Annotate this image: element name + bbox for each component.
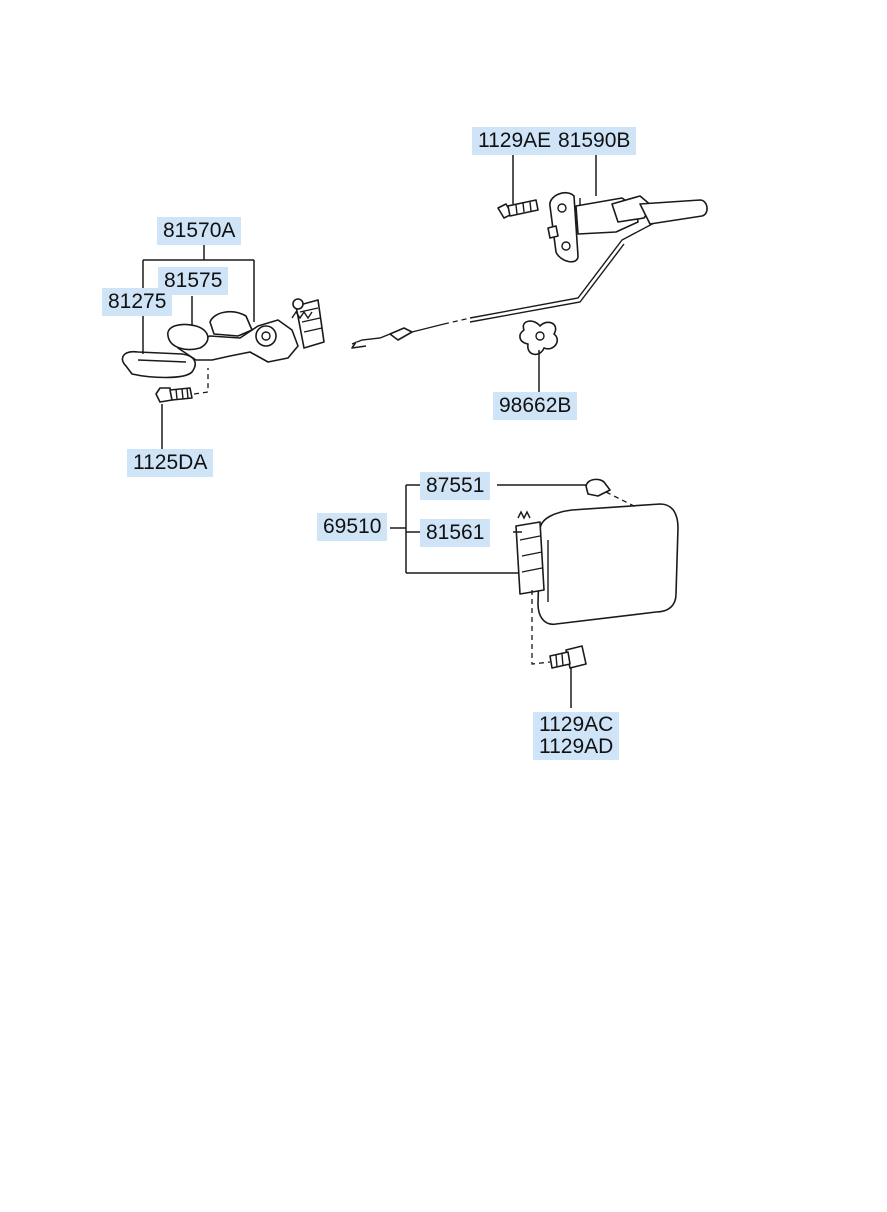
part-label-81275[interactable]: 81275 xyxy=(102,288,173,316)
part-label-1129ac[interactable]: 1129AC xyxy=(539,713,614,736)
fuel-door-opener-latch xyxy=(497,191,708,263)
part-label-1125da[interactable]: 1125DA xyxy=(127,449,214,477)
part-label-1129ae[interactable]: 1129AE xyxy=(472,127,558,155)
part-label-81561[interactable]: 81561 xyxy=(420,519,491,547)
part-label-81575[interactable]: 81575 xyxy=(158,267,229,295)
cable-clip xyxy=(519,320,559,356)
leader-lines xyxy=(142,155,597,708)
part-label-98662b[interactable]: 98662B xyxy=(493,392,578,420)
part-label-81570a[interactable]: 81570A xyxy=(157,217,242,245)
part-label-81590b[interactable]: 81590B xyxy=(552,127,637,155)
part-label-1129ad[interactable]: 1129AD xyxy=(539,735,614,758)
part-label-87551[interactable]: 87551 xyxy=(420,472,491,500)
release-cable xyxy=(351,221,657,349)
part-label-69510[interactable]: 69510 xyxy=(317,513,388,541)
release-lever-assembly xyxy=(121,298,325,403)
fuel-filler-door xyxy=(515,478,679,669)
part-label-1129ac-1129ad[interactable]: 1129AC 1129AD xyxy=(533,712,620,760)
